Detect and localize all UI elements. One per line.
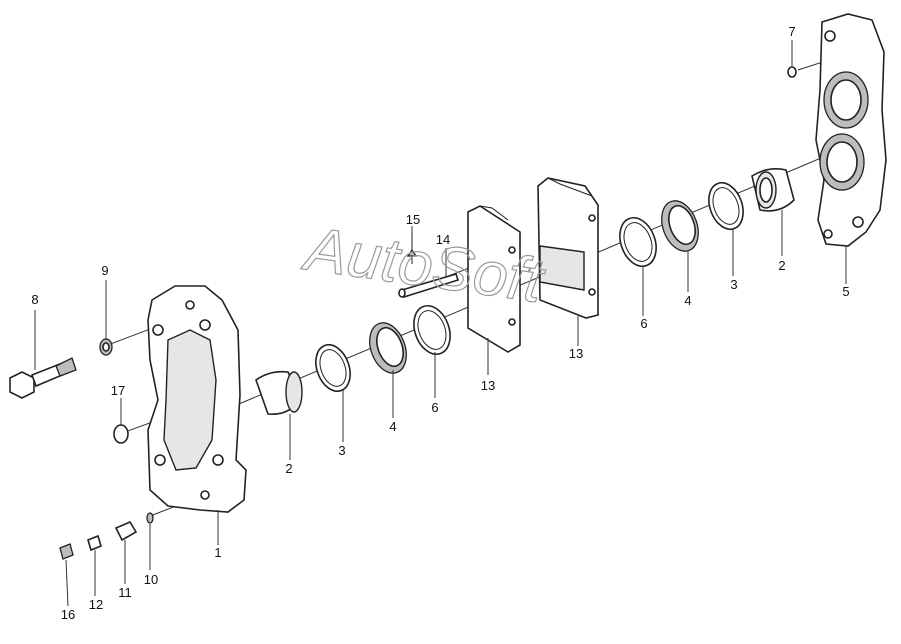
leader-lines	[34, 40, 847, 607]
callout-labels: 1 2 2 3 3 4 4 5 6 6 7 8 9 10 11 12 13 13…	[31, 24, 849, 622]
callout-7: 7	[788, 24, 795, 39]
piston-left	[255, 370, 303, 416]
callout-4-left: 4	[389, 419, 396, 434]
callout-17: 17	[111, 383, 125, 398]
callout-8: 8	[31, 292, 38, 307]
callout-11: 11	[118, 585, 132, 600]
dust-boot-right	[661, 200, 699, 252]
callout-5: 5	[842, 284, 849, 299]
retaining-ring-right	[619, 216, 657, 268]
piston-right	[751, 168, 795, 212]
callout-15: 15	[406, 212, 420, 227]
callout-6-right: 6	[640, 316, 647, 331]
washer-9	[99, 338, 113, 356]
callout-9: 9	[101, 263, 108, 278]
bleeder-screw	[87, 534, 102, 552]
callout-1: 1	[214, 545, 221, 560]
seal-ring-right	[708, 181, 744, 231]
right-caliper-housing	[815, 13, 887, 247]
left-caliper-housing	[147, 285, 247, 513]
small-o-ring	[787, 66, 797, 78]
retaining-ring-left	[413, 304, 451, 356]
small-ring-10	[146, 512, 154, 524]
callout-12: 12	[89, 597, 103, 612]
bleeder-fitting	[114, 520, 138, 542]
dust-cap	[59, 543, 74, 560]
spring-clip	[406, 232, 418, 264]
callout-3-right: 3	[730, 277, 737, 292]
seal-ring-left	[315, 343, 351, 393]
callout-4-right: 4	[684, 293, 691, 308]
brake-pad-right	[537, 177, 599, 319]
brake-pad-left	[467, 205, 521, 353]
pad-pin	[398, 273, 460, 299]
callout-16: 16	[61, 607, 75, 622]
washer-17	[113, 424, 129, 444]
callout-14: 14	[436, 232, 450, 247]
bolt	[9, 357, 77, 399]
dust-boot-left	[369, 322, 407, 374]
callout-3-left: 3	[338, 443, 345, 458]
callout-6-left: 6	[431, 400, 438, 415]
callout-13-right: 13	[569, 346, 583, 361]
callout-2-right: 2	[778, 258, 785, 273]
callout-10: 10	[144, 572, 158, 587]
callout-13-left: 13	[481, 378, 495, 393]
callout-2-left: 2	[285, 461, 292, 476]
